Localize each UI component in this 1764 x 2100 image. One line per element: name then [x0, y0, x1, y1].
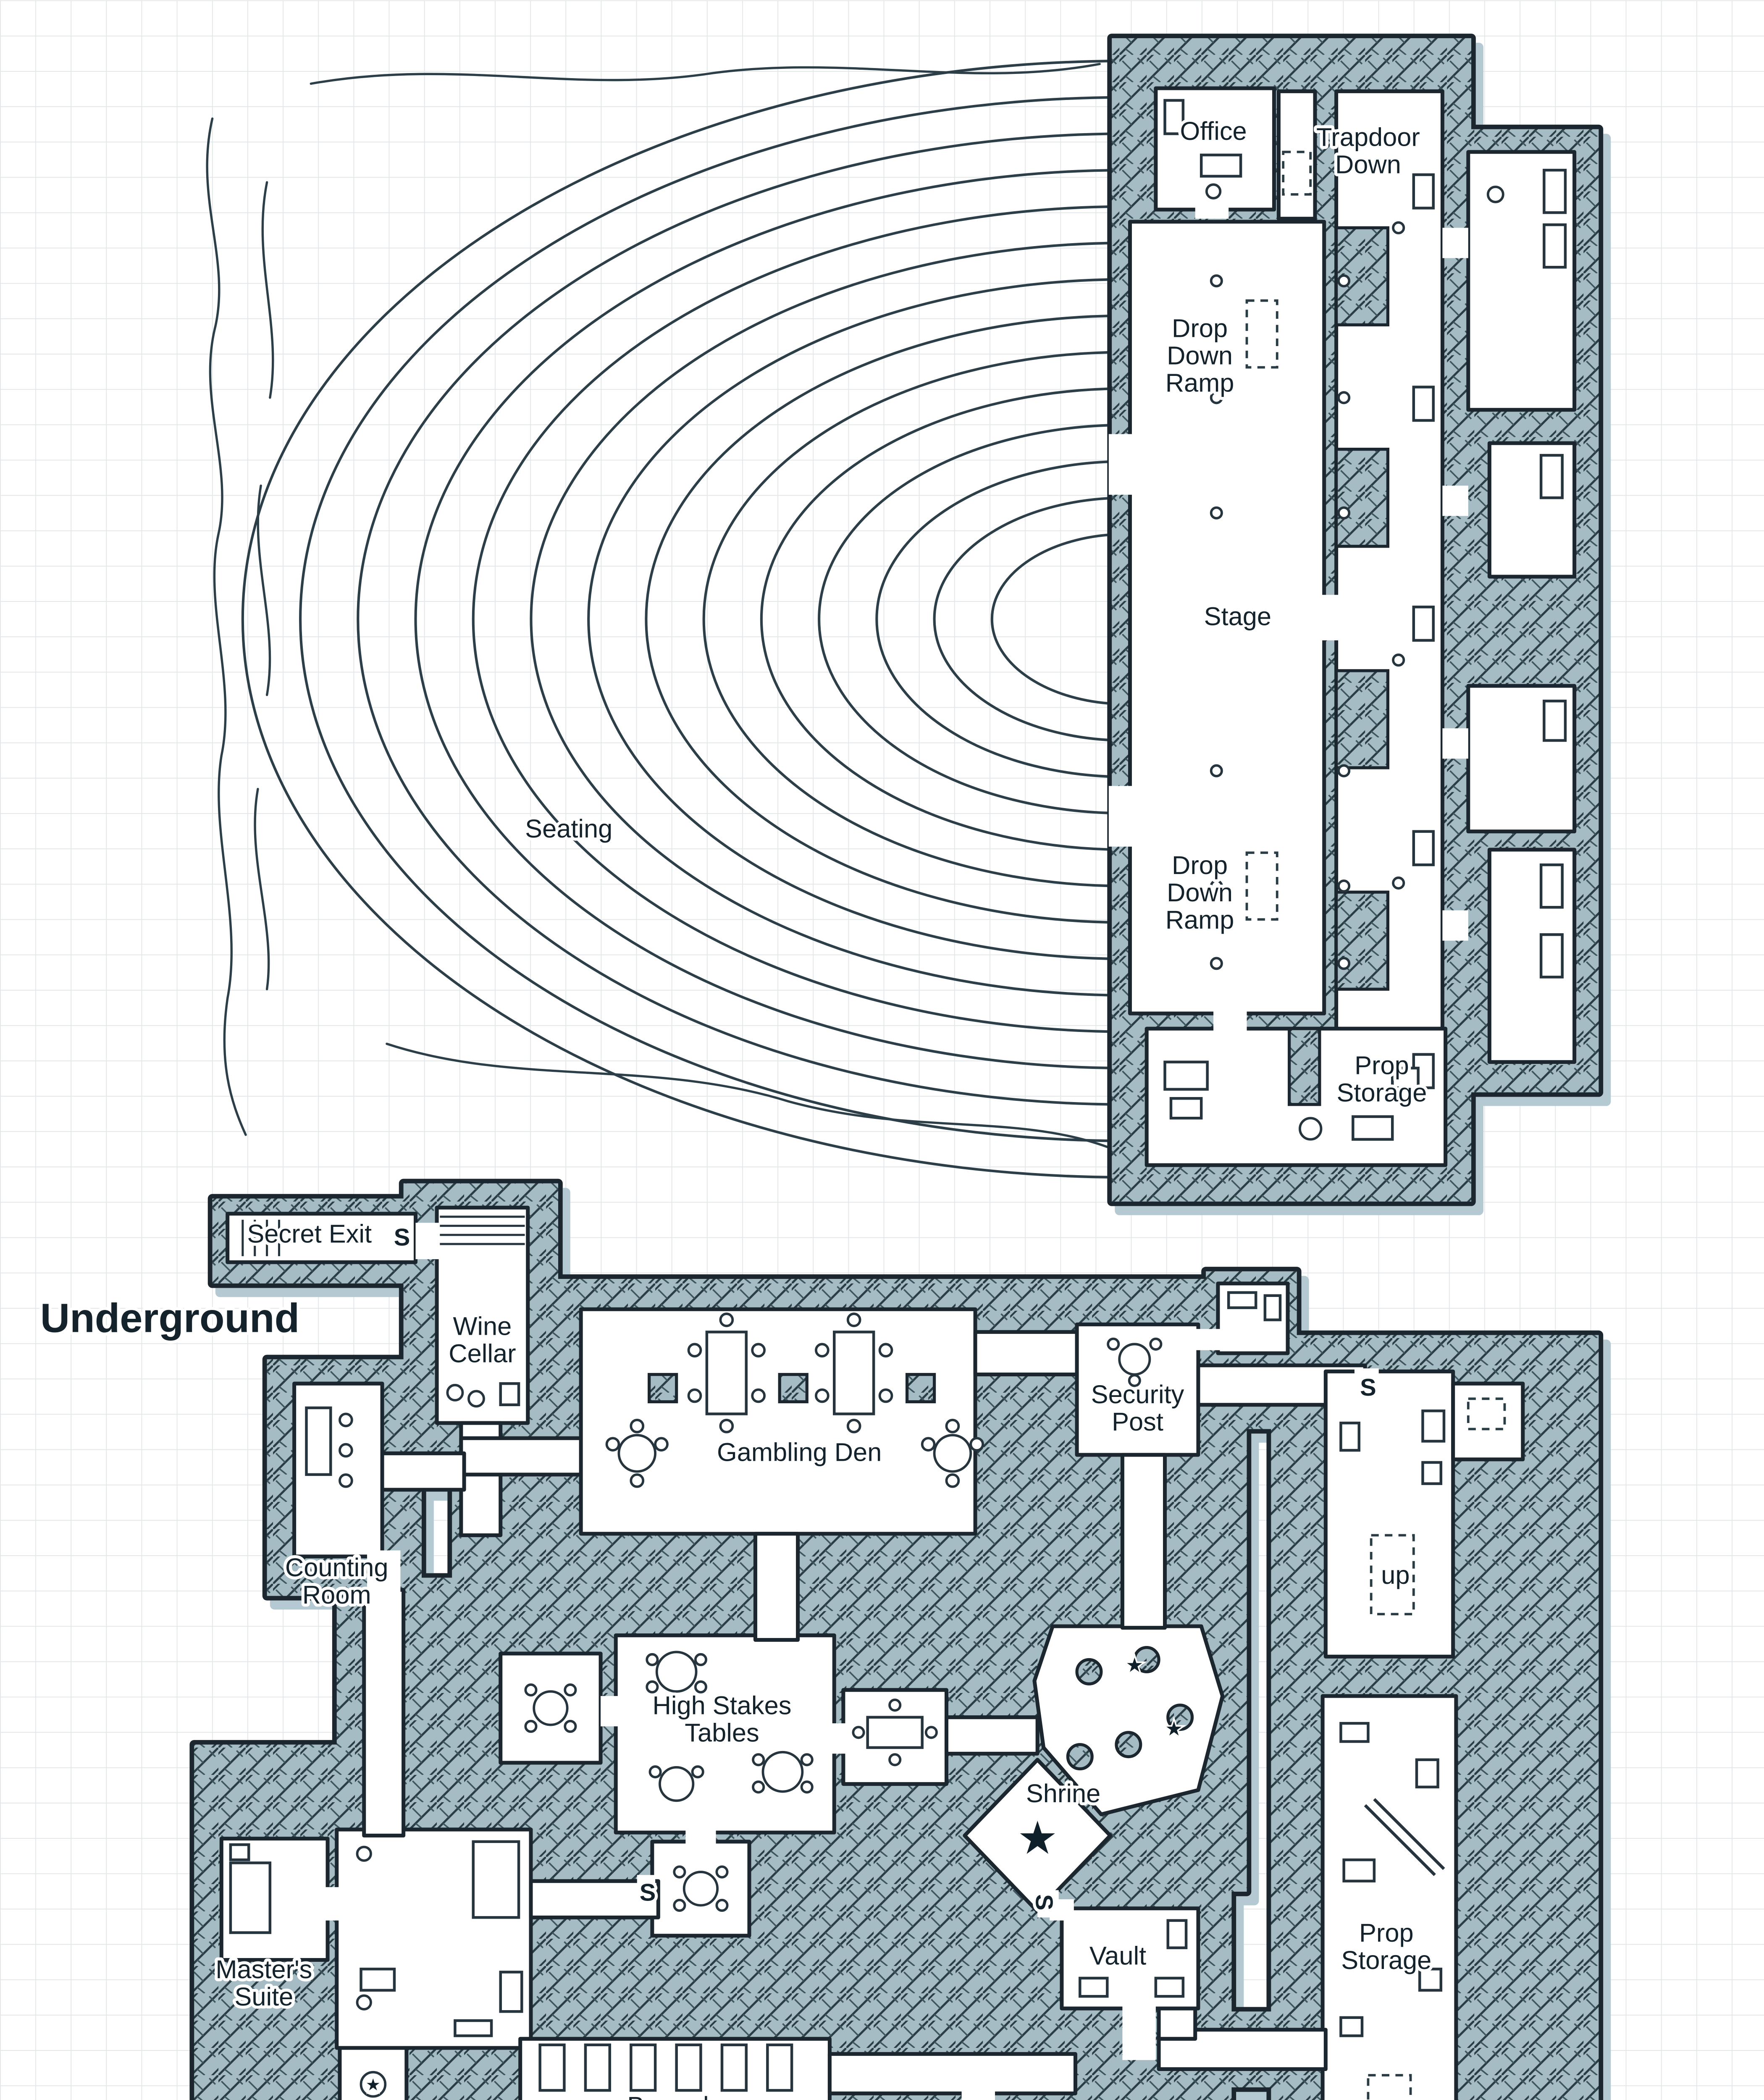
corridor [362, 1588, 406, 1838]
chamber-star-icon: ★ [1165, 1718, 1183, 1740]
label-prop-storage-2: Storage [1336, 1078, 1427, 1107]
underground-door-gaps [321, 1223, 1379, 2100]
label-counting-room-2: Room [302, 1580, 371, 1609]
stair-room-annex [1451, 1381, 1525, 1462]
map-title: Underground [40, 1295, 299, 1341]
label-stairs-up: up [1381, 1561, 1410, 1590]
theater-furniture [1163, 99, 1567, 1141]
label-office: Office [1180, 117, 1247, 146]
label-wine-cellar-1: Wine [453, 1312, 512, 1341]
theater-building [1109, 38, 1599, 1202]
label-masters-suite-2: Suite [234, 1982, 293, 2011]
trap-star-icon: ★ [366, 2076, 381, 2094]
label-trapdoor-2: Down [1335, 150, 1401, 179]
corridor [374, 1451, 466, 1492]
label-ramp-top-1: Drop [1172, 314, 1228, 343]
secret-exit-corridor [226, 1212, 418, 1264]
corridor [1157, 2006, 1197, 2041]
stair-treads [242, 1215, 1445, 1876]
stage-floor [1128, 220, 1326, 1016]
corridor [459, 1436, 585, 1477]
label-security-post-1: Security [1091, 1380, 1184, 1409]
corridor [827, 2052, 1077, 2095]
underground-complex [194, 1183, 1599, 2100]
label-gambling-den: Gambling Den [717, 1438, 882, 1467]
label-shrine: Shrine [1026, 1779, 1100, 1808]
label-secret-door: S [1031, 1894, 1058, 1911]
label-ramp-bot-3: Ramp [1166, 906, 1234, 934]
underground-furniture [229, 1291, 1446, 2098]
corridor [973, 1330, 1084, 1377]
label-seating: Seating [525, 814, 612, 843]
label-trapdoor-1: Trapdoor [1316, 123, 1420, 152]
label-wine-cellar-2: Cellar [449, 1339, 516, 1368]
label-masters-suite-1: Master's [215, 1955, 312, 1984]
gambling-den-room [579, 1307, 977, 1536]
office-passage [1276, 89, 1317, 221]
label-counting-room-1: Counting [285, 1553, 388, 1582]
stairs-dashed [1367, 1397, 1506, 2100]
label-high-stakes-2: Tables [685, 1718, 759, 1747]
label-secret-door: S [640, 1880, 656, 1906]
theater-door-gaps [1108, 203, 1468, 1035]
chamber-star-icon: ★ [1126, 1654, 1143, 1676]
label-prop-storage-ug-1: Prop [1359, 1919, 1414, 1948]
label-stage: Stage [1204, 602, 1271, 631]
label-ramp-bot-1: Drop [1172, 851, 1228, 880]
shrine-star-icon: ★ [1017, 1813, 1058, 1864]
seating-area [206, 60, 1126, 1179]
label-secret-door: S [1360, 1374, 1376, 1401]
label-prop-storage-ug-2: Storage [1341, 1946, 1431, 1975]
label-security-post-2: Post [1112, 1407, 1163, 1436]
label-ramp-top-2: Down [1167, 341, 1233, 370]
prop-storage-ug-room [1320, 1694, 1458, 2100]
label-vault: Vault [1089, 1941, 1146, 1970]
backstage-alcove-walls [1288, 226, 1389, 1106]
corridor [753, 1532, 800, 1642]
label-high-stakes-1: High Stakes [653, 1691, 792, 1720]
label-ramp-top-3: Ramp [1166, 368, 1234, 397]
label-barracks: Barracks [627, 2092, 729, 2100]
label-secret-door: S [394, 1224, 410, 1251]
labels: Office Trapdoor Down Drop Down Ramp Stag… [37, 114, 1435, 2100]
label-secret-exit: Secret Exit [247, 1219, 372, 1248]
label-ramp-bot-2: Down [1167, 878, 1233, 907]
corridor [1120, 1453, 1167, 1630]
label-prop-storage-1: Prop [1354, 1051, 1409, 1080]
corridor [944, 1715, 1040, 1756]
